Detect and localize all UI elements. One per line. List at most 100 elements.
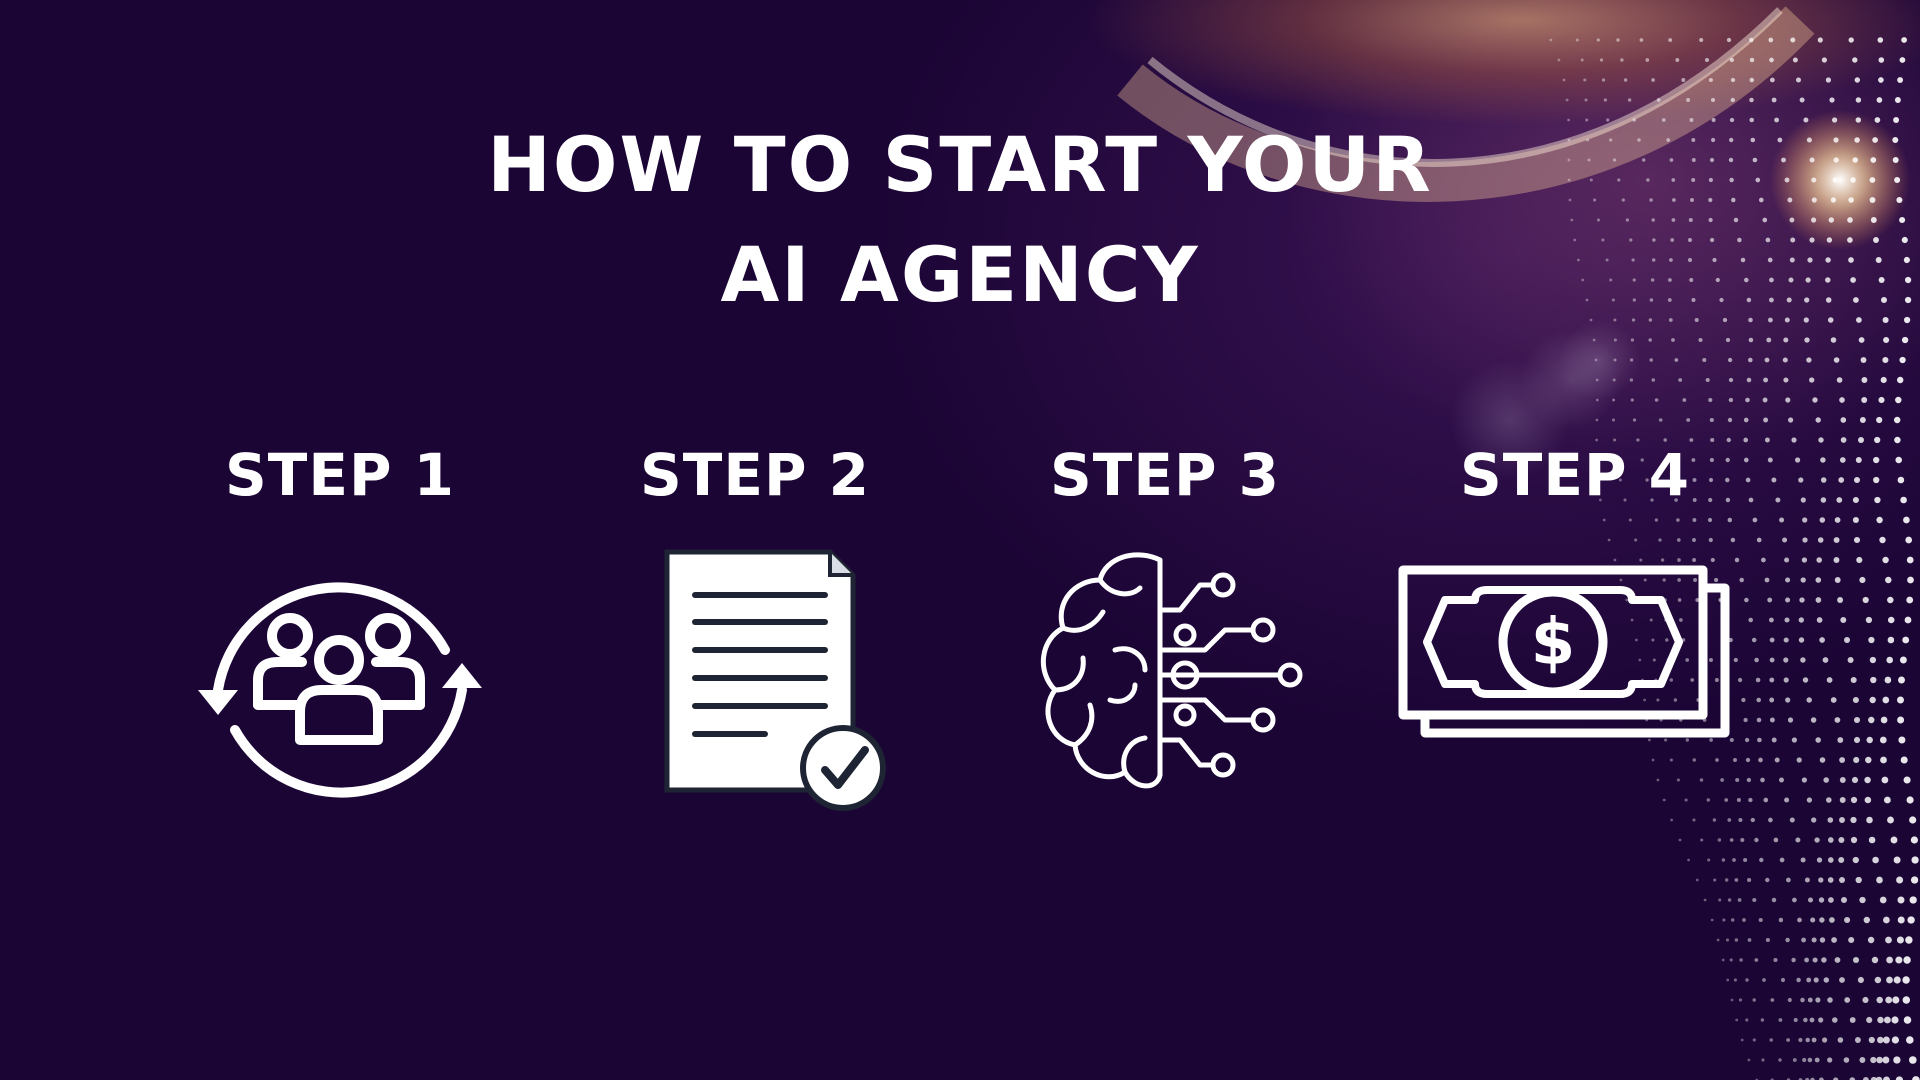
wave-dot: [1798, 637, 1805, 643]
wave-dot: [1718, 898, 1722, 902]
wave-dot: [1895, 456, 1902, 464]
wave-dot: [1737, 898, 1742, 902]
wave-dot: [1770, 998, 1775, 1002]
wave-dot: [1703, 898, 1707, 902]
wave-dot: [1879, 536, 1886, 544]
wave-dot: [1602, 518, 1606, 522]
wave-dot: [1816, 857, 1823, 863]
wave-dot: [1785, 697, 1791, 703]
wave-dot: [1745, 1018, 1749, 1022]
wave-dot: [1903, 1016, 1912, 1024]
wave-dot: [1779, 857, 1785, 863]
wave-dot: [1834, 517, 1841, 523]
wave-dot: [1651, 378, 1656, 382]
wave-dot: [1883, 916, 1890, 924]
wave-dot: [1760, 1018, 1765, 1022]
wave-dot: [1844, 916, 1851, 924]
wave-dot: [1809, 377, 1815, 383]
wave-dot: [1852, 696, 1859, 704]
wave-dot: [1869, 696, 1876, 704]
wave-dot: [1820, 477, 1827, 483]
wave-dot: [1891, 1016, 1899, 1024]
wave-dot: [1792, 1058, 1797, 1062]
wave-dot: [1726, 978, 1730, 982]
wave-dot: [1836, 377, 1843, 383]
wave-dot: [1780, 977, 1786, 983]
wave-dot: [1755, 677, 1761, 683]
wave-dot: [1687, 858, 1690, 862]
wave-dot: [1869, 656, 1877, 664]
wave-dot: [1897, 916, 1905, 924]
wave-dot: [1815, 577, 1822, 583]
wave-dot: [1668, 38, 1673, 42]
wave-dot: [1760, 777, 1765, 783]
wave-dot: [1721, 858, 1726, 862]
wave-dot: [1774, 757, 1780, 763]
wave-dot: [1839, 977, 1845, 983]
wave-dot: [1742, 918, 1746, 922]
dollar-sign-glyph: $: [1531, 606, 1576, 680]
wave-dot: [1707, 858, 1711, 862]
wave-dot: [1629, 378, 1634, 382]
team-cycle-icon: [198, 582, 482, 798]
wave-dot: [1844, 997, 1851, 1003]
wave-dot: [1702, 357, 1707, 363]
wave-dot: [1623, 78, 1628, 82]
wave-dot: [1862, 596, 1869, 604]
wave-dot: [1727, 357, 1733, 363]
wave-dot: [1767, 457, 1773, 463]
wave-dot: [1769, 677, 1775, 683]
wave-dot: [1804, 337, 1810, 343]
wave-dot: [1868, 836, 1876, 844]
wave-dot: [1851, 776, 1859, 784]
wave-dot: [1800, 497, 1806, 503]
wave-dot: [1764, 437, 1770, 443]
wave-dot: [1765, 877, 1770, 883]
wave-dot: [1769, 1038, 1773, 1042]
wave-dot: [1734, 878, 1739, 882]
wave-dot: [1778, 1018, 1783, 1022]
wave-dot: [1678, 378, 1683, 382]
wave-dot: [1611, 418, 1616, 422]
wave-dot: [1811, 937, 1817, 943]
wave-dot: [1752, 517, 1758, 523]
wave-dot: [1887, 636, 1895, 644]
wave-dot: [1821, 957, 1827, 963]
wave-dot: [1795, 837, 1801, 843]
wave-dot: [1902, 636, 1910, 644]
document-check-icon: [664, 549, 886, 811]
wave-dot: [1549, 38, 1553, 42]
wave-dot: [1768, 817, 1773, 823]
wave-dot: [1819, 937, 1826, 943]
wave-dot: [1767, 597, 1773, 603]
step-1-label: STEP 1: [224, 441, 455, 509]
wave-dot: [1898, 676, 1905, 684]
wave-dot: [1791, 437, 1797, 443]
wave-dot: [1906, 556, 1914, 564]
wave-dot: [1778, 917, 1784, 923]
wave-dot: [1800, 657, 1806, 663]
wave-dot: [1852, 496, 1859, 504]
wave-dot: [1855, 876, 1862, 884]
wave-dot: [1798, 1037, 1803, 1043]
wave-dot: [1905, 936, 1913, 944]
wave-dot: [1831, 937, 1837, 943]
wave-dot: [1880, 376, 1887, 384]
wave-dot: [1801, 777, 1808, 783]
wave-dot: [1907, 576, 1914, 584]
wave-dot: [1848, 37, 1854, 43]
wave-dot: [1725, 337, 1731, 343]
wave-dot: [1850, 676, 1857, 684]
wave-dot: [1627, 98, 1632, 102]
wave-dot: [1892, 996, 1900, 1004]
wave-dot: [1710, 918, 1714, 922]
wave-dot: [1885, 996, 1893, 1004]
wave-dot: [1834, 717, 1841, 723]
wave-dot: [1893, 856, 1901, 864]
wave-dot: [1686, 98, 1691, 102]
wave-dot: [1813, 977, 1819, 983]
wave-dot: [1818, 437, 1824, 443]
page-title: HOW TO START YOUR AI AGENCY: [0, 110, 1920, 330]
wave-dot: [1837, 737, 1844, 743]
wave-dot: [1759, 857, 1764, 863]
